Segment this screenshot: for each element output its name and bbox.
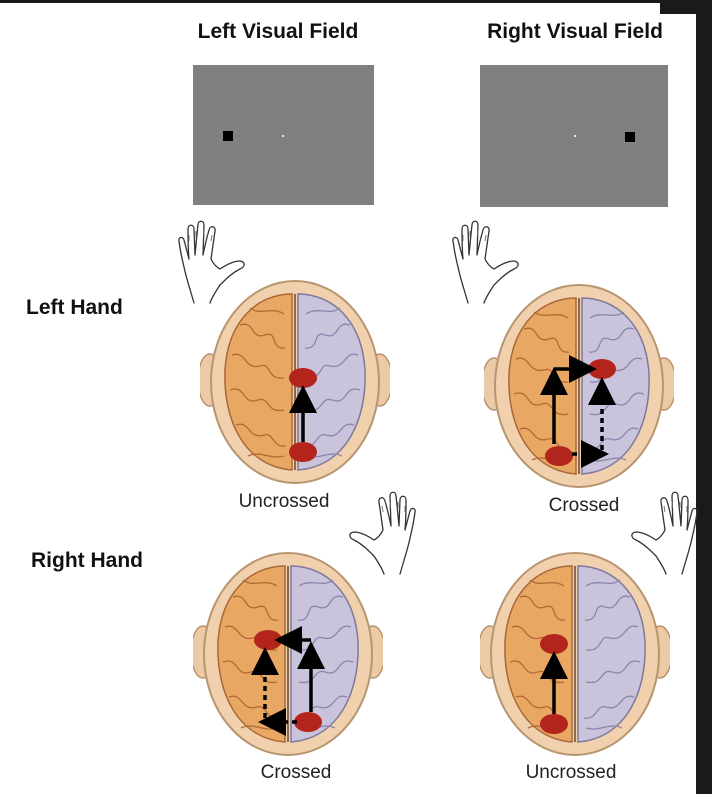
stimulus-square xyxy=(625,132,635,142)
caption-uncrossed: Uncrossed xyxy=(525,762,617,783)
window-frame-tab xyxy=(660,0,712,14)
brain-left-hand-right-visual-field xyxy=(484,284,674,488)
stimulus-screen-left-visual-field xyxy=(193,65,374,205)
activation-spot-visual xyxy=(545,446,573,466)
brain-right-hand-right-visual-field xyxy=(480,552,670,756)
caption-crossed: Crossed xyxy=(260,762,332,783)
stimulus-square xyxy=(223,131,233,141)
caption-uncrossed: Uncrossed xyxy=(238,491,330,512)
row-title-left-hand: Left Hand xyxy=(26,296,123,319)
activation-spot-motor xyxy=(254,630,282,650)
column-title-left-visual-field: Left Visual Field xyxy=(197,20,359,43)
fixation-point xyxy=(574,135,576,137)
activation-spot-motor xyxy=(588,359,616,379)
caption-crossed: Crossed xyxy=(548,495,620,516)
brain-left-hand-left-visual-field xyxy=(200,280,390,484)
window-frame-top xyxy=(0,0,712,3)
activation-spot-visual xyxy=(289,442,317,462)
activation-spot-motor xyxy=(289,368,317,388)
column-title-right-visual-field: Right Visual Field xyxy=(487,20,663,43)
stimulus-screen-right-visual-field xyxy=(480,65,668,207)
activation-spot-motor xyxy=(540,634,568,654)
fixation-point xyxy=(282,135,284,137)
activation-spot-visual xyxy=(294,712,322,732)
activation-spot-visual xyxy=(540,714,568,734)
brain-right-hand-left-visual-field xyxy=(193,552,383,756)
window-frame-right xyxy=(696,0,712,794)
row-title-right-hand: Right Hand xyxy=(31,549,143,572)
